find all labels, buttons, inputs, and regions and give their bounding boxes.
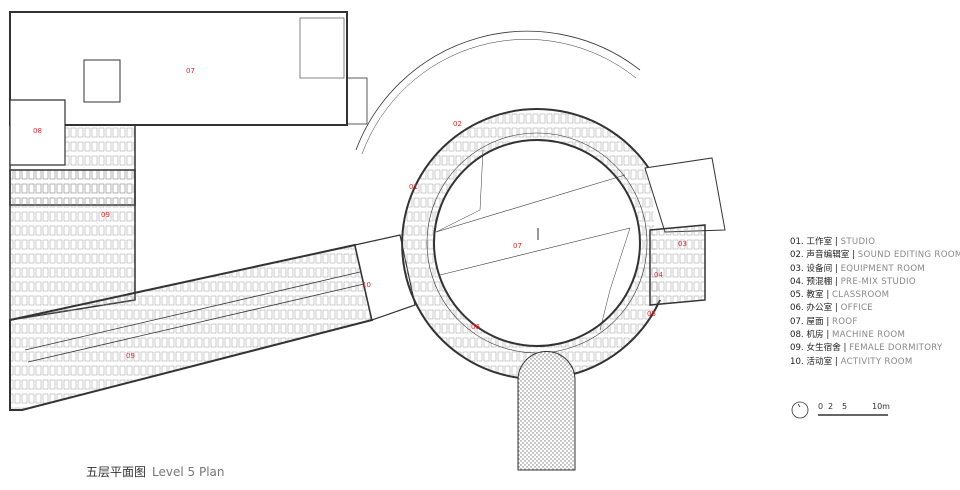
plan-title: 五层平面图 Level 5 Plan <box>86 463 224 480</box>
legend-en: FEMALE DORMITORY <box>849 343 943 354</box>
roof-block <box>9 11 348 126</box>
room-label: 06 <box>471 323 480 331</box>
legend-cn: 预混棚 <box>806 276 833 287</box>
legend-en: CLASSROOM <box>831 290 890 301</box>
legend-num: 09. <box>790 343 804 354</box>
legend-cn: 活动室 <box>806 356 833 367</box>
legend-en: STUDIO <box>840 237 876 247</box>
legend-cn: 女生宿舍 <box>806 343 841 354</box>
legend-num: 05. <box>790 290 804 301</box>
south-walkway <box>517 351 576 471</box>
room-label: 02 <box>453 120 462 128</box>
legend-cn: 声音编辑室 <box>806 250 850 261</box>
scale-tick: 10m <box>872 402 890 411</box>
legend-num: 01. <box>790 237 804 247</box>
scale-tick: 2 <box>828 402 833 411</box>
legend-item: 04. 预混棚 | PRE-MIX STUDIO <box>790 276 916 287</box>
room-label: 07 <box>513 242 522 250</box>
legend-en: ACTIVITY ROOM <box>840 356 913 367</box>
legend-item: 02. 声音编辑室 | SOUND EDITING ROOM <box>790 249 960 262</box>
legend-num: 04. <box>790 276 804 287</box>
plan-title-cn: 五层平面图 <box>86 465 147 479</box>
legend-item: 09. 女生宿舍 | FEMALE DORMITORY <box>790 343 943 354</box>
room-label: 09 <box>126 352 135 360</box>
room-label: 04 <box>654 271 663 279</box>
scale-bar: 0 2 5 10m <box>790 398 910 428</box>
room-label: 01 <box>409 183 418 191</box>
room-label: 03 <box>678 240 687 248</box>
legend-en: SOUND EDITING ROOM <box>857 250 960 261</box>
legend-en: EQUIPMENT ROOM <box>840 263 926 274</box>
scale-tick: 0 <box>818 402 823 411</box>
legend-cn: 屋面 <box>806 316 824 327</box>
legend-num: 03. <box>790 263 804 274</box>
legend-en: MACHINE ROOM <box>831 330 906 341</box>
legend-num: 07. <box>790 316 804 327</box>
legend-item: 08. 机房 | MACHINE ROOM <box>790 330 906 341</box>
room-label: 10 <box>362 281 371 289</box>
legend-en: OFFICE <box>840 303 873 314</box>
legend-cn: 机房 <box>806 330 824 341</box>
legend-item: 06. 办公室 | OFFICE <box>790 303 873 314</box>
legend-item: 01. 工作室 | STUDIO <box>790 237 876 247</box>
legend-num: 10. <box>790 356 804 367</box>
legend-num: 08. <box>790 330 804 341</box>
room-label: 08 <box>33 127 42 135</box>
legend-cn: 工作室 <box>806 237 833 247</box>
legend-cn: 设备间 <box>806 263 833 274</box>
legend-item: 07. 屋面 | ROOF <box>790 316 858 327</box>
legend-num: 02. <box>790 250 804 261</box>
legend-en: ROOF <box>831 316 858 327</box>
room-label: 09 <box>101 211 110 219</box>
legend-item: 05. 教室 | CLASSROOM <box>790 290 890 301</box>
plan-title-en: Level 5 Plan <box>152 465 225 479</box>
legend-item: 03. 设备间 | EQUIPMENT ROOM <box>790 263 926 274</box>
legend-item: 10. 活动室 | ACTIVITY ROOM <box>790 356 913 367</box>
legend: 01. 工作室 | STUDIO 02. 声音编辑室 | SOUND EDITIN… <box>790 236 960 369</box>
legend-cn: 教室 <box>806 290 824 301</box>
legend-num: 06. <box>790 303 804 314</box>
scale-tick: 5 <box>842 402 847 411</box>
legend-cn: 办公室 <box>806 303 833 314</box>
room-labels: 07 08 09 09 10 01 02 07 03 04 05 06 <box>33 67 687 360</box>
north-arrow-icon <box>791 401 809 419</box>
room-label: 07 <box>186 67 195 75</box>
legend-en: PRE-MIX STUDIO <box>840 276 916 287</box>
central-courtyard <box>433 139 641 347</box>
diagonal-wing <box>9 243 374 411</box>
room-label: 05 <box>647 310 656 318</box>
